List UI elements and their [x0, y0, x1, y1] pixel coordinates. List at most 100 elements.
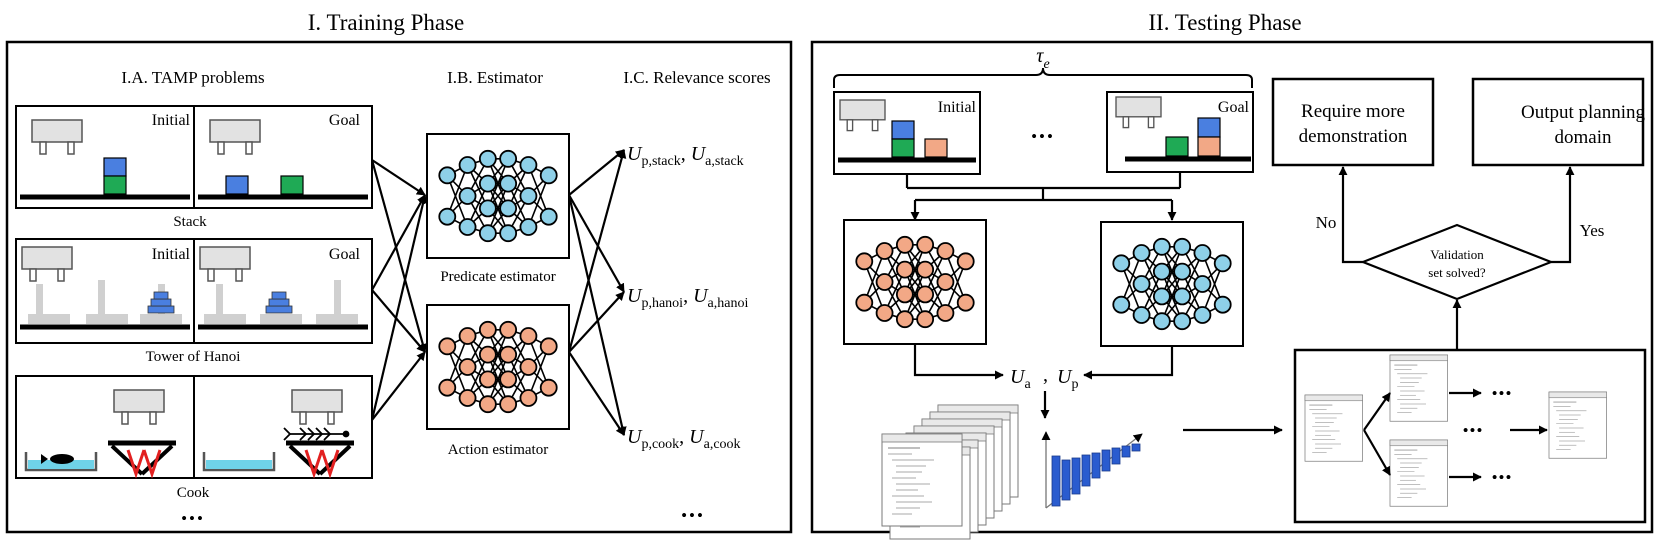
- network-edge: [1161, 246, 1183, 297]
- network-node: [539, 207, 558, 226]
- output-domain-box: [1471, 77, 1645, 167]
- block-blue: [103, 157, 127, 177]
- test-goal-scene: Goal: [1106, 91, 1254, 173]
- network-node: [1173, 262, 1192, 281]
- action-estimator-box: [426, 304, 570, 430]
- action-estimator-network: [438, 320, 558, 414]
- tamp-problems-header: I.A. TAMP problems: [121, 68, 264, 87]
- network-node: [499, 199, 518, 218]
- problems-ellipsis: •••: [181, 509, 205, 528]
- estimator-to-score-arrows: [567, 149, 627, 436]
- network-node: [438, 378, 457, 397]
- testing-phase: II. Testing Phase τe Initial ••• Goal: [810, 10, 1654, 540]
- network-node: [1213, 295, 1232, 314]
- network-node: [875, 242, 894, 260]
- test-predicate-estimator-network: [1112, 237, 1232, 331]
- bar-chart-3d-icon: [1041, 431, 1143, 509]
- network-node: [1213, 254, 1232, 273]
- network-node: [438, 337, 457, 356]
- require-line1: Require more: [1301, 101, 1405, 122]
- network-edge: [863, 250, 886, 303]
- hanoi-goal-label: Goal: [329, 246, 361, 263]
- document-stack: [881, 404, 1019, 540]
- decision-branches: [1338, 166, 1575, 264]
- tau-e-label: τe: [1036, 45, 1049, 72]
- network-edge: [904, 244, 926, 295]
- network-edge: [527, 346, 550, 399]
- estimator-header: I.B. Estimator: [447, 68, 543, 87]
- network-node: [519, 327, 538, 345]
- network-node: [499, 370, 518, 389]
- network-node: [1152, 262, 1171, 281]
- test-ua-label: Ua: [1010, 366, 1031, 392]
- validation-decision: [1359, 223, 1555, 301]
- network-node: [895, 235, 914, 254]
- network-node: [956, 293, 975, 312]
- no-label: No: [1316, 213, 1337, 232]
- block-green: [280, 175, 304, 195]
- search-ellipsis: •••: [1492, 384, 1513, 403]
- training-phase: I. Training Phase I.A. TAMP problems I.B…: [5, 10, 793, 534]
- yes-label: Yes: [1580, 221, 1605, 240]
- network-node: [499, 345, 518, 364]
- network-node: [499, 174, 518, 193]
- network-node: [438, 166, 457, 185]
- network-node: [478, 224, 497, 243]
- network-edge: [446, 175, 469, 228]
- stack-goal-label: Goal: [329, 112, 361, 129]
- predicate-estimator-network: [438, 149, 558, 243]
- network-node: [956, 252, 975, 271]
- network-edge: [1120, 263, 1143, 316]
- network-node: [458, 156, 477, 174]
- gripper-icon: [21, 246, 73, 282]
- network-node: [875, 304, 894, 322]
- network-edge: [446, 335, 469, 388]
- network-node: [895, 310, 914, 329]
- network-node: [1152, 237, 1171, 256]
- network-edge: [487, 158, 509, 209]
- fish-bone-icon: [283, 427, 350, 441]
- network-node: [1132, 306, 1151, 324]
- network-node: [875, 273, 894, 291]
- water: [28, 460, 94, 469]
- network-node: [539, 378, 558, 397]
- gripper-icon: [199, 246, 251, 282]
- scene-to-estimator-connector: [905, 172, 1182, 221]
- validation-line1: Validation: [1430, 247, 1484, 262]
- score-stack: Up,stack, Ua,stack: [627, 143, 744, 169]
- network-edge: [487, 354, 509, 405]
- network-node: [1193, 275, 1212, 293]
- network-node: [916, 235, 935, 254]
- network-node: [936, 242, 955, 260]
- training-frame: [5, 40, 793, 534]
- gripper-icon: [31, 119, 83, 155]
- network-node: [936, 273, 955, 291]
- gripper-icon: [1115, 96, 1162, 129]
- network-edge: [487, 183, 509, 234]
- network-node: [855, 252, 874, 271]
- document-icon: [881, 433, 963, 527]
- network-node: [499, 395, 518, 414]
- search-ellipsis: •••: [1492, 468, 1513, 487]
- network-edge: [1201, 252, 1224, 305]
- gripper-icon: [839, 99, 886, 132]
- fire-icon: [286, 440, 354, 476]
- test-up-label: Up: [1057, 366, 1078, 392]
- testing-frame: [810, 40, 1654, 534]
- network-edge: [944, 250, 967, 303]
- network-node: [478, 320, 497, 339]
- network-node: [519, 187, 538, 205]
- network-edge: [1120, 252, 1143, 305]
- block-blue: [225, 175, 249, 195]
- network-node: [499, 224, 518, 243]
- network-edge: [487, 329, 509, 380]
- stack-initial-label: Initial: [152, 112, 191, 129]
- fire-icon: [108, 440, 176, 476]
- network-edge: [1161, 271, 1183, 322]
- test-goal-label: Goal: [1218, 99, 1250, 116]
- network-node: [478, 174, 497, 193]
- network-node: [1173, 312, 1192, 331]
- estimator-to-scores-connector: [913, 344, 1174, 419]
- network-node: [895, 260, 914, 279]
